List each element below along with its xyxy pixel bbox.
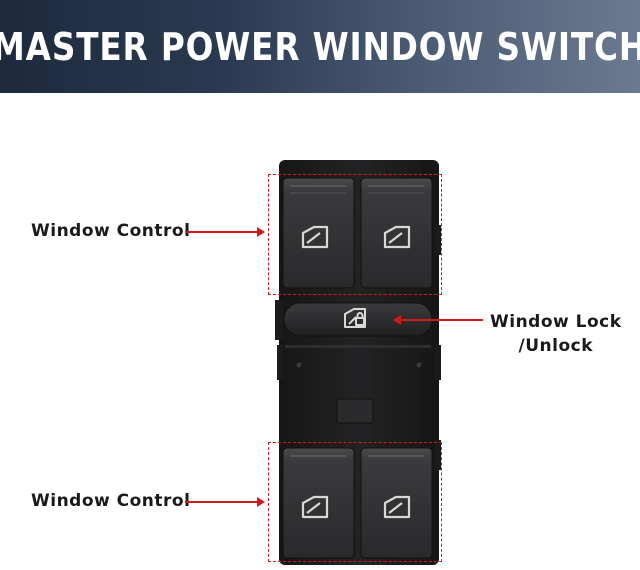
window-icon [383,495,411,519]
arrow-left-icon [393,315,483,325]
title-banner: MASTER POWER WINDOW SWITCH [0,0,640,93]
window-control-label: Window Control [31,491,191,511]
window-control-top-frame [268,174,442,295]
window-icon [301,495,329,519]
window-icon [301,225,329,249]
window-lock-label: Window Lock /Unlock [490,310,622,358]
window-icon [383,225,411,249]
center-tab [336,398,374,424]
window-lock-label-line2: /Unlock [518,336,594,356]
page-title: MASTER POWER WINDOW SWITCH [0,24,640,69]
window-lock-button[interactable] [283,302,433,337]
window-lock-label-line1: Window Lock [490,312,622,332]
window-control-label: Window Control [31,221,191,241]
arrow-right-icon [185,227,265,237]
window-lock-icon [344,308,366,328]
window-switch-bottom-right[interactable] [360,447,433,559]
window-switch-top-right[interactable] [360,177,433,289]
arrow-right-icon [185,497,265,507]
window-control-bottom-frame [268,442,442,562]
